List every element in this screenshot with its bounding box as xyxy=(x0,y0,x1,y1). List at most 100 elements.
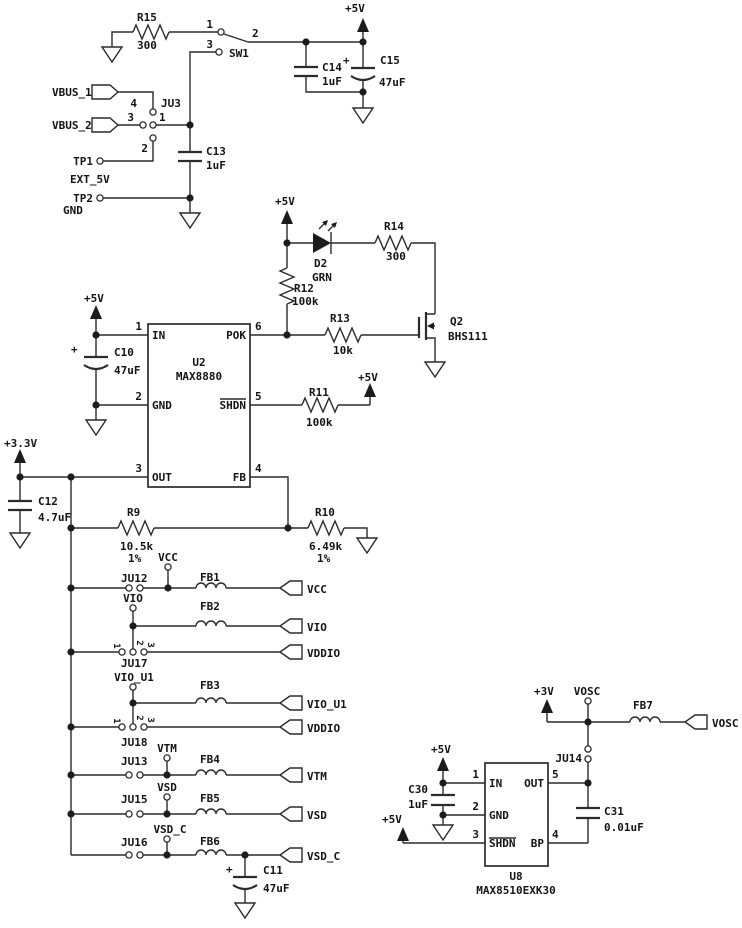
part-ref: R13 xyxy=(330,312,350,325)
ground-symbol xyxy=(432,824,454,841)
polarity-plus: + xyxy=(343,54,350,67)
testpoint-label: VOSC xyxy=(574,685,601,698)
pin-number: 4 xyxy=(255,462,262,475)
pin-number: 3 xyxy=(145,717,155,722)
capacitor-symbol xyxy=(294,65,318,78)
part-value: 100k xyxy=(306,416,333,429)
pin-number: 1 xyxy=(159,111,166,124)
jumper-circle xyxy=(136,851,144,859)
connector-arrow xyxy=(278,719,303,735)
part-ref: FB3 xyxy=(200,679,220,692)
part-value: 1uF xyxy=(408,798,428,811)
junction-dot xyxy=(92,331,100,339)
part-ref: C13 xyxy=(206,145,226,158)
part-ref: C14 xyxy=(322,61,342,74)
pin-number: 5 xyxy=(255,390,262,403)
power-label: +5V xyxy=(431,743,451,756)
ground-symbol xyxy=(85,419,107,436)
jumper-pin4-circle xyxy=(149,108,157,116)
part-value: 1uF xyxy=(322,75,342,88)
inductor-symbol xyxy=(195,808,227,815)
inductor-symbol xyxy=(195,697,227,704)
connector-arrow xyxy=(91,117,120,133)
pin-number: 5 xyxy=(552,768,559,781)
jumper-circle xyxy=(125,584,133,592)
part-ref: R9 xyxy=(127,506,140,519)
testpoint-label: VCC xyxy=(158,551,178,564)
connector-arrow xyxy=(278,618,303,634)
junction-dot xyxy=(284,524,292,532)
power-arrow xyxy=(364,383,376,397)
part-ref: C12 xyxy=(38,495,58,508)
testpoint-label: TP2 xyxy=(73,192,93,205)
part-ref: Q2 xyxy=(450,315,463,328)
power-arrow xyxy=(541,699,553,713)
junction-dot xyxy=(584,718,592,726)
part-ref: R11 xyxy=(309,386,329,399)
ground-symbol xyxy=(9,532,31,549)
net-label: VDDIO xyxy=(307,647,340,660)
pin-number: 1 xyxy=(472,768,479,781)
jumper-circle xyxy=(125,810,133,818)
mosfet-arrowhead xyxy=(427,322,434,330)
ground-symbol xyxy=(179,212,201,229)
ic-pin-label: IN xyxy=(489,777,502,790)
wire-segments xyxy=(71,570,280,589)
capacitor-curved-plate xyxy=(350,75,376,82)
part-ref: C31 xyxy=(604,805,624,818)
capacitor-curved-plate xyxy=(83,364,109,371)
ground-symbol xyxy=(101,46,123,63)
part-ref: FB2 xyxy=(200,600,220,613)
junction-dot xyxy=(164,584,172,592)
capacitor-curved-plate xyxy=(232,884,258,891)
wire-segments xyxy=(132,611,280,649)
pin-number: 4 xyxy=(552,828,559,841)
pin-number: 2 xyxy=(135,390,142,403)
pin-number: 2 xyxy=(252,27,259,40)
part-value: 47uF xyxy=(114,364,141,377)
part-value: 1uF xyxy=(206,159,226,172)
testpoint-label: VSD xyxy=(157,781,177,794)
wire-segments xyxy=(71,842,280,903)
net-label: VBUS_1 xyxy=(52,86,92,99)
led-arrowhead xyxy=(322,220,328,226)
pin-number: 6 xyxy=(255,320,262,333)
part-ref: C30 xyxy=(408,783,428,796)
jumper-circle xyxy=(129,648,137,656)
net-label: VSD_C xyxy=(307,850,340,863)
u8-ic-body xyxy=(484,762,549,867)
part-ref: R10 xyxy=(315,506,335,519)
ground-symbol xyxy=(352,107,374,124)
power-label: +5V xyxy=(275,195,295,208)
part-value: 10k xyxy=(333,344,353,357)
part-tolerance: 1% xyxy=(317,552,331,565)
resistor-symbol xyxy=(324,327,362,343)
part-value: 300 xyxy=(386,250,406,263)
part-ref: C11 xyxy=(263,864,283,877)
connector-arrow xyxy=(278,580,303,596)
junction-dot xyxy=(439,779,447,787)
junction-dot xyxy=(16,473,24,481)
pin-number: 1 xyxy=(111,718,121,723)
ic-ref: U8 xyxy=(509,870,522,883)
part-ref: D2 xyxy=(314,257,327,270)
power-arrow xyxy=(281,210,293,224)
ground-symbol xyxy=(234,902,256,919)
power-arrow xyxy=(357,18,369,32)
part-tolerance: 1% xyxy=(128,552,142,565)
jumper-circle xyxy=(129,723,137,731)
power-label: +5V xyxy=(84,292,104,305)
junction-dot xyxy=(283,331,291,339)
pin-number: 2 xyxy=(134,715,144,720)
jumper-pin3-circle xyxy=(139,121,147,129)
connector-arrow xyxy=(278,695,303,711)
jumper-pin1-circle xyxy=(149,121,157,129)
ground-symbol xyxy=(356,537,378,554)
jumper-circle xyxy=(140,723,148,731)
part-ref: FB7 xyxy=(633,699,653,712)
testpoint-label: VIO xyxy=(123,592,143,605)
junction-dot xyxy=(129,699,137,707)
mosfet-symbol xyxy=(417,312,428,340)
connector-arrow xyxy=(278,806,303,822)
